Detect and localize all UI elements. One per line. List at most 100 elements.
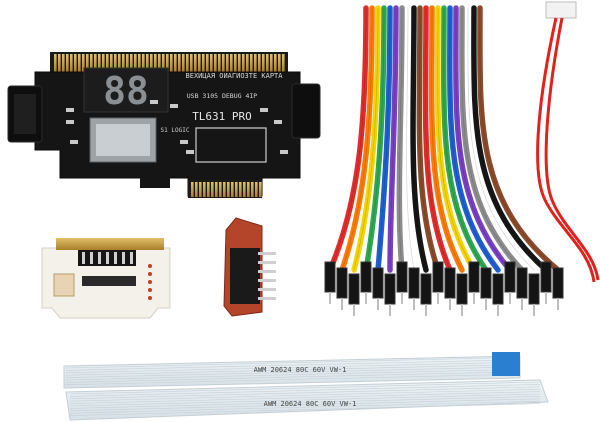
- ffc-trace: [69, 381, 541, 395]
- gold-finger: [182, 54, 185, 72]
- wire-edge: [443, 7, 487, 271]
- gold-finger: [126, 54, 129, 72]
- gold-finger: [239, 182, 242, 197]
- gold-finger: [211, 182, 214, 197]
- gold-finger: [54, 54, 57, 72]
- gold-finger: [219, 182, 222, 197]
- wire-edge: [412, 7, 427, 271]
- gold-finger: [202, 54, 205, 72]
- wire-edge: [365, 7, 385, 271]
- ffc-trace: [69, 386, 541, 400]
- silk-label-right: TL631 PRO: [192, 110, 252, 123]
- wire-edge: [418, 7, 439, 271]
- dupont-housing: [420, 273, 432, 305]
- dupont-housing: [384, 273, 396, 305]
- gold-finger: [170, 54, 173, 72]
- gold-finger: [114, 54, 117, 72]
- gold-finger: [282, 54, 285, 72]
- smd-part: [274, 120, 282, 124]
- wire-edge: [467, 7, 535, 271]
- red-angled-adapter: [223, 217, 276, 317]
- dupont-housing: [528, 273, 540, 305]
- dupont-housing: [480, 267, 492, 299]
- gold-finger: [274, 54, 277, 72]
- dupont-pin: [545, 292, 547, 304]
- gold-finger: [58, 54, 61, 72]
- header-pin: [90, 252, 93, 264]
- dupont-pin: [413, 298, 415, 310]
- wire-edge: [473, 7, 547, 271]
- gold-finger: [154, 54, 157, 72]
- smd-part: [170, 104, 178, 108]
- header-pin: [106, 252, 109, 264]
- pcie-debug-card: 88 ВЕХИЦАЯ ОИАГИОЗТЕ КАРТА USB 3105 DEBU…: [7, 52, 321, 198]
- smd-components: [66, 100, 288, 154]
- led-dot: [148, 288, 152, 292]
- dupont-pin: [485, 298, 487, 310]
- led-dot: [148, 264, 152, 268]
- ffc-trace: [69, 384, 541, 397]
- gold-finger: [203, 182, 206, 197]
- jumper-wire: [410, 5, 429, 273]
- gold-finger: [142, 54, 145, 72]
- angled-pin: [258, 252, 276, 255]
- dupont-housing: [324, 261, 336, 293]
- gold-finger: [278, 54, 281, 72]
- jumper-wire: [477, 5, 561, 273]
- gold-finger: [62, 54, 65, 72]
- ffc-stiffener-top: [492, 352, 520, 376]
- smd-part: [260, 108, 268, 112]
- angled-pin: [258, 297, 276, 300]
- jumper-wire: [339, 5, 375, 273]
- dupont-pin: [401, 292, 403, 304]
- jumper-wire: [422, 5, 453, 273]
- header-pin: [82, 252, 85, 264]
- wire-edge: [329, 7, 367, 271]
- ffc-text-top: AWM 20624 80C 60V VW-1: [254, 366, 347, 374]
- ffc-trace: [65, 360, 493, 371]
- dupont-pin: [533, 304, 535, 316]
- smd-part: [66, 120, 74, 124]
- gold-finger: [199, 182, 202, 197]
- angled-pin: [258, 288, 276, 291]
- led-dot: [148, 280, 152, 284]
- gold-finger: [162, 54, 165, 72]
- header-pin: [122, 252, 125, 264]
- dupont-pin: [353, 304, 355, 316]
- gold-finger: [198, 54, 201, 72]
- seven-segment-display: 88: [83, 67, 169, 113]
- jumper-wire: [459, 5, 525, 273]
- ffc-cable-bottom: AWM 20624 80C 60V VW-1: [65, 379, 549, 421]
- dupont-housing: [492, 273, 504, 305]
- ffc-trace: [65, 369, 493, 381]
- wire-edge: [406, 7, 415, 271]
- gold-finger: [195, 182, 198, 197]
- gold-finger: [94, 54, 97, 72]
- gold-finger: [166, 54, 169, 72]
- gold-finger: [70, 54, 73, 72]
- gold-finger: [194, 54, 197, 72]
- gold-finger: [190, 54, 193, 72]
- ffc-trace: [65, 364, 493, 376]
- jumper-wire: [465, 5, 537, 273]
- gold-finger: [222, 54, 225, 72]
- wire-edge: [449, 7, 499, 271]
- gold-finger: [230, 54, 233, 72]
- header-pin: [114, 252, 117, 264]
- smd-part: [66, 108, 74, 112]
- gold-finger: [270, 54, 273, 72]
- ffc-trace: [69, 388, 541, 402]
- gold-finger: [150, 54, 153, 72]
- gold-finger: [215, 182, 218, 197]
- wire-edge: [431, 7, 463, 271]
- ffc-trace: [69, 396, 541, 409]
- dupont-housing: [456, 273, 468, 305]
- dupont-pin: [341, 298, 343, 310]
- display-digits: 88: [103, 69, 149, 113]
- smd-part: [180, 140, 188, 144]
- angled-pin: [258, 279, 276, 282]
- dupont-housing: [372, 267, 384, 299]
- wire-edge: [479, 7, 559, 271]
- gold-finger: [214, 54, 217, 72]
